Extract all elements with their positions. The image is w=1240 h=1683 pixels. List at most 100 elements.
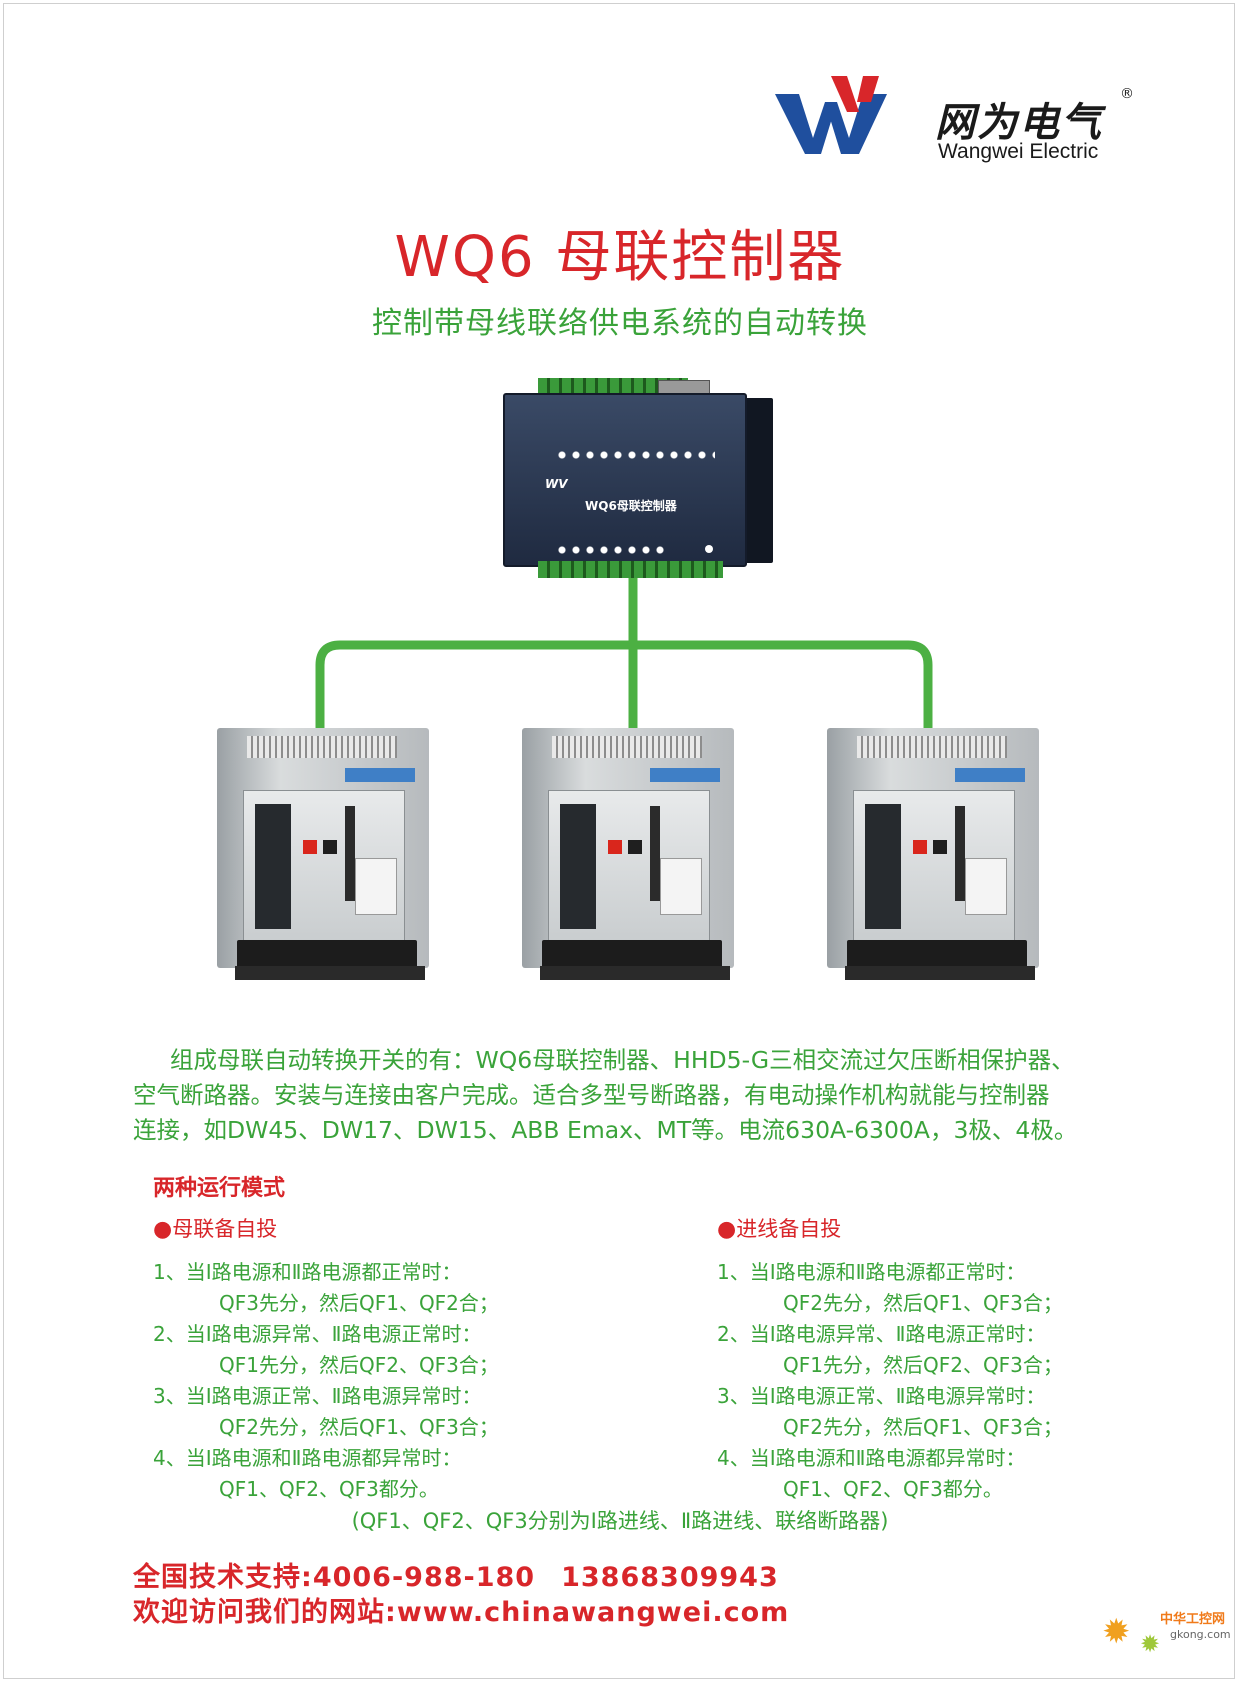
mode-item-sub: QF1先分，然后QF2、QF3合； — [219, 1353, 499, 1377]
website-link[interactable]: www.chinawangwei.com — [396, 1597, 790, 1628]
mode-item-sub: QF2先分，然后QF1、QF3合； — [783, 1415, 1063, 1439]
brand-name-en: Wangwei Electric — [938, 140, 1099, 163]
breaker-foot — [235, 966, 425, 980]
website-label: 欢迎访问我们的网站: — [133, 1597, 397, 1628]
mode-item-line: 1、当Ⅰ路电源和Ⅱ路电源都正常时： — [153, 1260, 462, 1284]
breaker-blue-strip — [345, 768, 415, 782]
breaker-label-plate — [965, 858, 1007, 915]
connection-wires — [315, 578, 933, 735]
description: 组成母联自动转换开关的有：WQ6母联控制器、HHD5-G三相交流过欠压断相保护器… — [133, 1043, 1123, 1148]
breaker-blue-strip — [955, 768, 1025, 782]
terminal-block-bottom — [538, 561, 723, 578]
mode-item-sub: QF2先分，然后QF1、QF3合； — [219, 1415, 499, 1439]
mode-item: 4、当Ⅰ路电源和Ⅱ路电源都异常时： QF1、QF2、QF3都分。 — [717, 1443, 1157, 1505]
breaker-foot — [845, 966, 1035, 980]
breaker-foot — [540, 966, 730, 980]
registered-mark: ® — [1120, 86, 1134, 102]
breaker-handle — [650, 806, 660, 901]
mode-item: 1、当Ⅰ路电源和Ⅱ路电源都正常时： QF3先分，然后QF1、QF2合； — [153, 1257, 593, 1319]
bullet-icon: ● — [153, 1217, 173, 1242]
gkong-watermark: ✹ ✹ 中华工控网 gkong.com — [1102, 1604, 1231, 1664]
mode-item: 3、当Ⅰ路电源正常、Ⅱ路电源异常时： QF2先分，然后QF1、QF3合； — [153, 1381, 593, 1443]
indicator-leds-bottom — [555, 545, 665, 555]
controller-label: WQ6母联控制器 — [585, 499, 677, 513]
brand-name-cn: 网为电气 — [935, 100, 1103, 146]
mode-item-sub: QF3先分，然后QF1、QF2合； — [219, 1291, 499, 1315]
mode-item-line: 4、当Ⅰ路电源和Ⅱ路电源都异常时： — [153, 1446, 462, 1470]
page-border — [3, 3, 1235, 1679]
mode-column-incoming: ●进线备自投 1、当Ⅰ路电源和Ⅱ路电源都正常时： QF2先分，然后QF1、QF3合… — [717, 1213, 1157, 1505]
breaker-terminals — [857, 736, 1007, 758]
mode-item-line: 1、当Ⅰ路电源和Ⅱ路电源都正常时： — [717, 1260, 1026, 1284]
indicator-leds-top — [555, 450, 715, 460]
breaker-red-button — [913, 840, 927, 854]
breaker-terminals — [552, 736, 702, 758]
support-phone-2[interactable]: 13868309943 — [561, 1562, 779, 1593]
mode-item-sub: QF1、QF2、QF3都分。 — [783, 1477, 1003, 1501]
watermark-en: gkong.com — [1170, 1628, 1231, 1641]
watermark-cn: 中华工控网 — [1160, 1612, 1226, 1627]
support-line: 全国技术支持:4006-988-180 13868309943 — [133, 1560, 789, 1595]
mode-heading-text: 进线备自投 — [736, 1217, 842, 1241]
breaker-label-plate — [355, 858, 397, 915]
breaker-image-2 — [510, 728, 745, 983]
mode-item: 2、当Ⅰ路电源异常、Ⅱ路电源正常时： QF1先分，然后QF2、QF3合； — [717, 1319, 1157, 1381]
mode-item-sub: QF1先分，然后QF2、QF3合； — [783, 1353, 1063, 1377]
indicator-led-power — [705, 545, 713, 553]
mount-flange — [743, 398, 773, 563]
bullet-icon: ● — [717, 1217, 737, 1242]
mode-column-bus-tie: ●母联备自投 1、当Ⅰ路电源和Ⅱ路电源都正常时： QF3先分，然后QF1、QF2合… — [153, 1213, 593, 1505]
mode-heading-text: 母联备自投 — [172, 1217, 278, 1241]
breaker-black-button — [628, 840, 642, 854]
breaker-black-button — [933, 840, 947, 854]
breaker-controller-panel — [255, 804, 291, 929]
breaker-handle — [345, 806, 355, 901]
description-line-1: 组成母联自动转换开关的有：WQ6母联控制器、HHD5-G三相交流过欠压断相保护器… — [170, 1046, 1075, 1074]
support-phone-1[interactable]: 4006-988-180 — [312, 1562, 536, 1593]
modes-title: 两种运行模式 — [153, 1176, 286, 1201]
controller-body: WV WQ6母联控制器 — [503, 393, 747, 567]
website-line: 欢迎访问我们的网站:www.chinawangwei.com — [133, 1595, 789, 1630]
gear-small-icon: ✹ — [1140, 1630, 1161, 1658]
breaker-red-button — [303, 840, 317, 854]
mode-item: 2、当Ⅰ路电源异常、Ⅱ路电源正常时： QF1先分，然后QF2、QF3合； — [153, 1319, 593, 1381]
mode-item-sub: QF1、QF2、QF3都分。 — [219, 1477, 439, 1501]
breaker-label-plate — [660, 858, 702, 915]
gear-icon: ✹ — [1102, 1612, 1131, 1652]
breaker-handle — [955, 806, 965, 901]
mode-item: 1、当Ⅰ路电源和Ⅱ路电源都正常时： QF2先分，然后QF1、QF3合； — [717, 1257, 1157, 1319]
mode-item: 4、当Ⅰ路电源和Ⅱ路电源都异常时： QF1、QF2、QF3都分。 — [153, 1443, 593, 1505]
breaker-image-1 — [205, 728, 440, 983]
mode-item-line: 2、当Ⅰ路电源异常、Ⅱ路电源正常时： — [153, 1322, 482, 1346]
description-line-3: 连接，如DW45、DW17、DW15、ABB Emax、MT等。电流630A-6… — [133, 1116, 1078, 1144]
page-title: WQ6 母联控制器 — [394, 225, 846, 290]
mode-item-line: 3、当Ⅰ路电源正常、Ⅱ路电源异常时： — [153, 1384, 482, 1408]
support-label: 全国技术支持: — [133, 1562, 313, 1593]
description-line-2: 空气断路器。安装与连接由客户完成。适合多型号断路器，有电动操作机构就能与控制器 — [133, 1081, 1050, 1109]
mode-item-line: 2、当Ⅰ路电源异常、Ⅱ路电源正常时： — [717, 1322, 1046, 1346]
mode-item-line: 3、当Ⅰ路电源正常、Ⅱ路电源异常时： — [717, 1384, 1046, 1408]
mode-item-line: 4、当Ⅰ路电源和Ⅱ路电源都异常时： — [717, 1446, 1026, 1470]
brand-logo: 网为电气 ® Wangwei Electric — [775, 72, 1135, 172]
controller-device-image: WV WQ6母联控制器 — [503, 378, 773, 578]
controller-logo: WV — [545, 477, 568, 491]
breaker-black-button — [323, 840, 337, 854]
mode-item-sub: QF2先分，然后QF1、QF3合； — [783, 1291, 1063, 1315]
mode-heading-bus-tie: ●母联备自投 — [153, 1213, 593, 1243]
mode-item: 3、当Ⅰ路电源正常、Ⅱ路电源异常时： QF2先分，然后QF1、QF3合； — [717, 1381, 1157, 1443]
breaker-base — [847, 940, 1027, 970]
wv-logo-icon — [775, 76, 887, 154]
breaker-image-3 — [815, 728, 1050, 983]
breaker-controller-panel — [865, 804, 901, 929]
contact-block: 全国技术支持:4006-988-180 13868309943 欢迎访问我们的网站… — [133, 1560, 789, 1630]
terminal-block-top — [538, 378, 688, 396]
page-subtitle: 控制带母线联络供电系统的自动转换 — [372, 306, 868, 341]
breaker-controller-panel — [560, 804, 596, 929]
breaker-red-button — [608, 840, 622, 854]
breaker-base — [542, 940, 722, 970]
breaker-terminals — [247, 736, 397, 758]
mode-heading-incoming: ●进线备自投 — [717, 1213, 1157, 1243]
breaker-blue-strip — [650, 768, 720, 782]
breaker-base — [237, 940, 417, 970]
breaker-note: (QF1、QF2、QF3分别为Ⅰ路进线、Ⅱ路进线、联络断路器) — [351, 1509, 889, 1533]
